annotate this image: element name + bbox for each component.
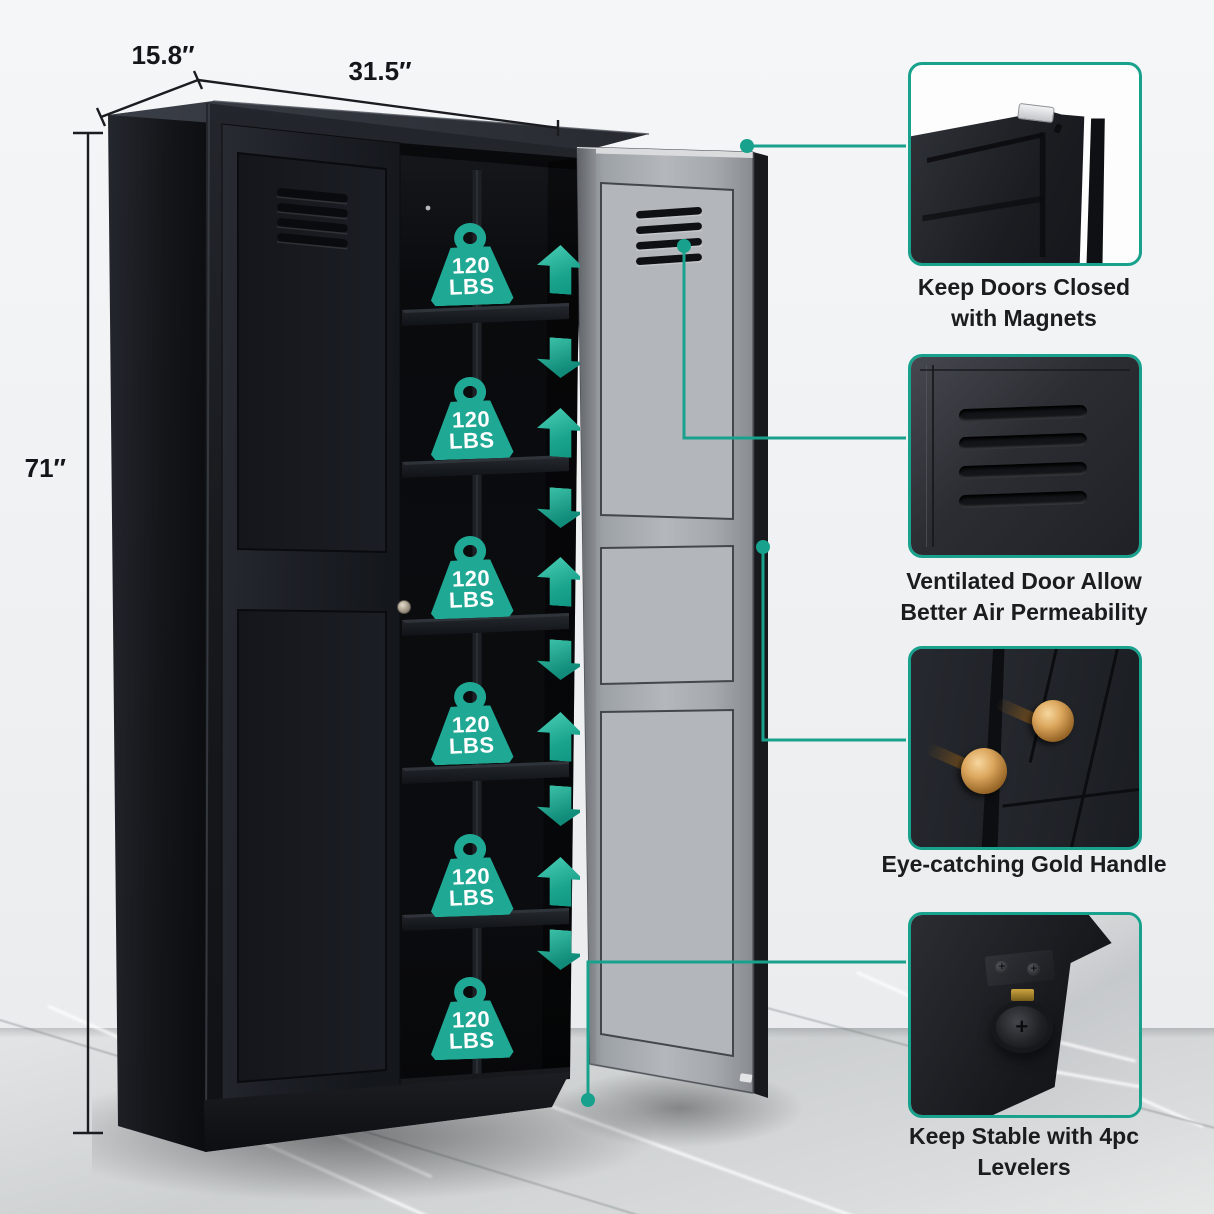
callout-connectors bbox=[586, 144, 906, 1100]
gold-knob-icon bbox=[961, 748, 1008, 794]
caption-levelers: Keep Stable with 4pc Levelers bbox=[908, 1123, 1140, 1180]
caption-ventilation: Ventilated Door Allow Better Air Permeab… bbox=[900, 568, 1148, 625]
callout-box-gold-handle bbox=[908, 646, 1142, 850]
cabinet-corner-photo bbox=[911, 110, 1085, 263]
open-door bbox=[576, 146, 768, 1098]
callout-box-ventilation bbox=[908, 354, 1142, 558]
door-leveler-foot bbox=[739, 1073, 753, 1083]
vent-closeup-photo bbox=[911, 357, 1139, 555]
callout-box-magnets bbox=[908, 62, 1142, 266]
depth-dimension-label: 15.8″ bbox=[131, 40, 195, 70]
gold-knob-icon bbox=[1031, 700, 1074, 743]
screw-icon: + bbox=[995, 961, 1009, 974]
screw-icon: + bbox=[1027, 963, 1041, 976]
width-dimension-label: 31.5″ bbox=[348, 56, 412, 86]
dimension-lines bbox=[73, 70, 560, 1135]
door-knob bbox=[397, 600, 411, 614]
open-door-vent-icon bbox=[636, 206, 703, 267]
left-door bbox=[221, 123, 411, 1106]
left-door-vent-icon bbox=[276, 188, 348, 250]
back-panel-hole bbox=[425, 205, 431, 211]
left-door-upper-panel bbox=[237, 151, 387, 554]
cabinet-side-panel bbox=[108, 102, 213, 1152]
caption-magnets: Keep Doors Closed with Magnets bbox=[917, 274, 1131, 331]
caption-gold-handle: Eye-catching Gold Handle bbox=[881, 851, 1167, 877]
callout-box-levelers: + + + bbox=[908, 912, 1142, 1118]
left-door-lower-panel bbox=[237, 608, 387, 1084]
leveler-thread bbox=[1011, 989, 1035, 1001]
base-plinth bbox=[204, 1072, 570, 1152]
leveler-foot-icon: + bbox=[990, 1001, 1053, 1053]
callout-anchor-dots bbox=[581, 139, 770, 1107]
height-dimension-label: 71″ bbox=[24, 453, 66, 483]
